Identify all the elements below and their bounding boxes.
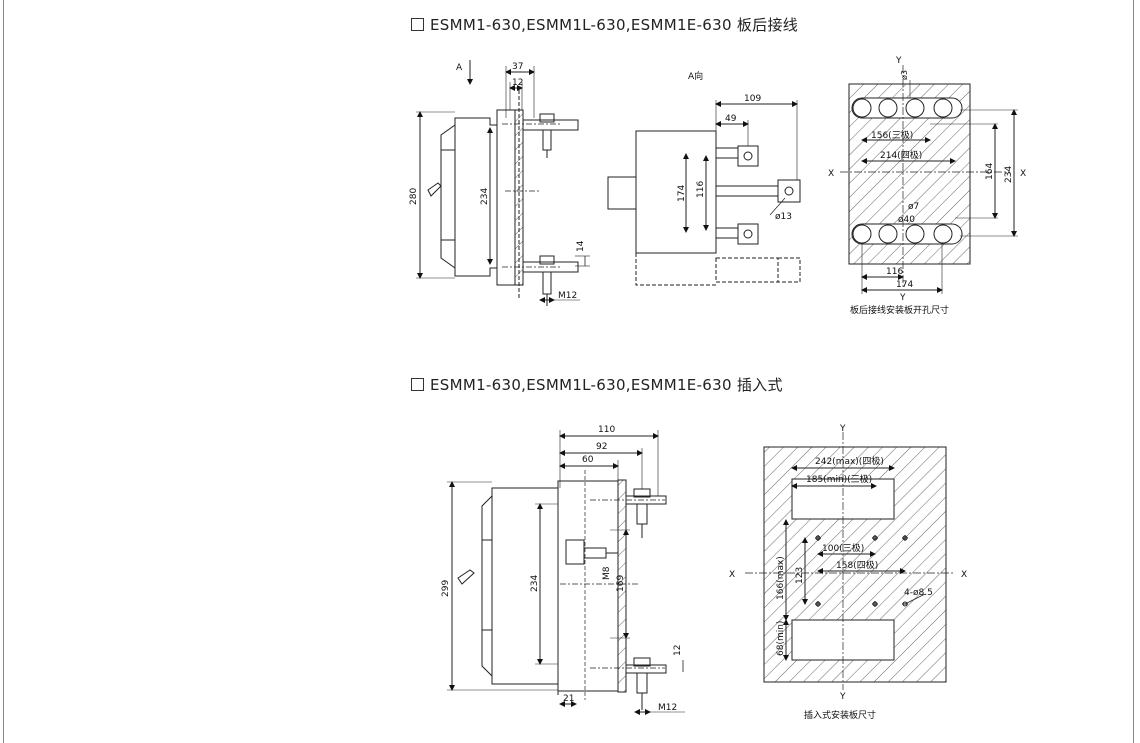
s2-bolt-m8: M8 xyxy=(602,566,612,580)
s1-a-mark: A xyxy=(456,63,463,73)
section1-title: ESMM1-630,ESMM1L-630,ESMM1E-630 板后接线 xyxy=(430,16,799,34)
s1-front-view xyxy=(607,100,801,286)
s1-side-view xyxy=(416,60,590,306)
s2-dim-100: 100(三极) xyxy=(822,542,864,554)
s1-panel-caption: 板后接线安装板开孔尺寸 xyxy=(850,304,949,316)
s2-panel-cutout xyxy=(745,432,955,690)
s1-dim-234-panel: 234 xyxy=(1004,166,1014,183)
s2-dim-242: 242(max)(四极) xyxy=(815,455,884,467)
s2-dim-158: 158(四极) xyxy=(836,559,878,571)
s2-panel-x-left: X xyxy=(729,570,735,580)
checkbox-square-icon xyxy=(411,18,424,31)
s1-dim-37: 37 xyxy=(512,62,523,72)
s2-dim-169: 169 xyxy=(616,575,626,592)
s1-panel-x-left: X xyxy=(828,169,834,179)
s1-front-label: A向 xyxy=(688,70,703,82)
s1-dim-phi7: ø7 xyxy=(908,202,919,212)
s2-panel-x-right: X xyxy=(961,570,967,580)
s1-dim-phi40: ø40 xyxy=(898,215,915,225)
s2-dim-185: 185(min)(三极) xyxy=(806,473,872,485)
s2-holes: 4-ø8.5 xyxy=(904,588,933,598)
s1-dim-phi3: ø3 xyxy=(900,70,909,80)
s1-panel-y-bottom: Y xyxy=(899,293,906,303)
section2-title: ESMM1-630,ESMM1L-630,ESMM1E-630 插入式 xyxy=(430,376,783,394)
sheet-border-right xyxy=(1133,0,1134,743)
s1-dim-174: 174 xyxy=(677,185,687,202)
section1-heading: ESMM1-630,ESMM1L-630,ESMM1E-630 板后接线 xyxy=(411,14,798,35)
s1-dim-164: 164 xyxy=(985,163,995,180)
s2-dim-12: 12 xyxy=(673,645,683,656)
s1-dim-49: 49 xyxy=(725,114,737,124)
s1-dim-109: 109 xyxy=(744,94,761,104)
s1-panel-y-top: Y xyxy=(895,56,902,66)
s2-dim-234: 234 xyxy=(530,575,540,592)
s1-panel-x-right: X xyxy=(1020,169,1026,179)
s2-dim-299: 299 xyxy=(441,580,451,597)
s2-dim-110: 110 xyxy=(598,425,615,435)
s1-dim-156: 156(三极) xyxy=(871,129,913,141)
s1-dim-14: 14 xyxy=(576,240,586,252)
s2-panel-caption: 插入式安装板尺寸 xyxy=(804,709,876,721)
s2-dim-68: 68(min) xyxy=(776,621,786,656)
s1-dim-280: 280 xyxy=(409,188,419,205)
s1-dim-174-panel: 174 xyxy=(896,280,913,290)
sheet-border-left xyxy=(3,0,4,743)
s2-dim-166: 166(max) xyxy=(776,556,786,600)
s2-panel-y-top: Y xyxy=(839,424,846,434)
s1-dim-116-panel: 116 xyxy=(886,267,903,277)
s1-dim-116: 116 xyxy=(696,181,706,198)
s2-panel-y-bottom: Y xyxy=(839,692,846,702)
s1-bolt-m12: M12 xyxy=(558,291,577,301)
s2-side-view xyxy=(447,430,685,715)
s1-dim-214: 214(四极) xyxy=(880,149,922,161)
section2-heading: ESMM1-630,ESMM1L-630,ESMM1E-630 插入式 xyxy=(411,374,783,395)
s2-dim-21: 21 xyxy=(563,694,574,704)
s2-dim-92: 92 xyxy=(596,442,607,452)
s2-dim-123: 123 xyxy=(795,567,805,584)
s1-hole-13: ø13 xyxy=(775,212,792,222)
s2-bolt-m12: M12 xyxy=(658,703,677,713)
s1-dim-234: 234 xyxy=(480,188,490,205)
checkbox-square-icon xyxy=(411,378,424,391)
s1-dim-12: 12 xyxy=(512,78,523,88)
s2-dim-60: 60 xyxy=(582,455,594,465)
s1-panel-cutout xyxy=(840,65,1018,294)
